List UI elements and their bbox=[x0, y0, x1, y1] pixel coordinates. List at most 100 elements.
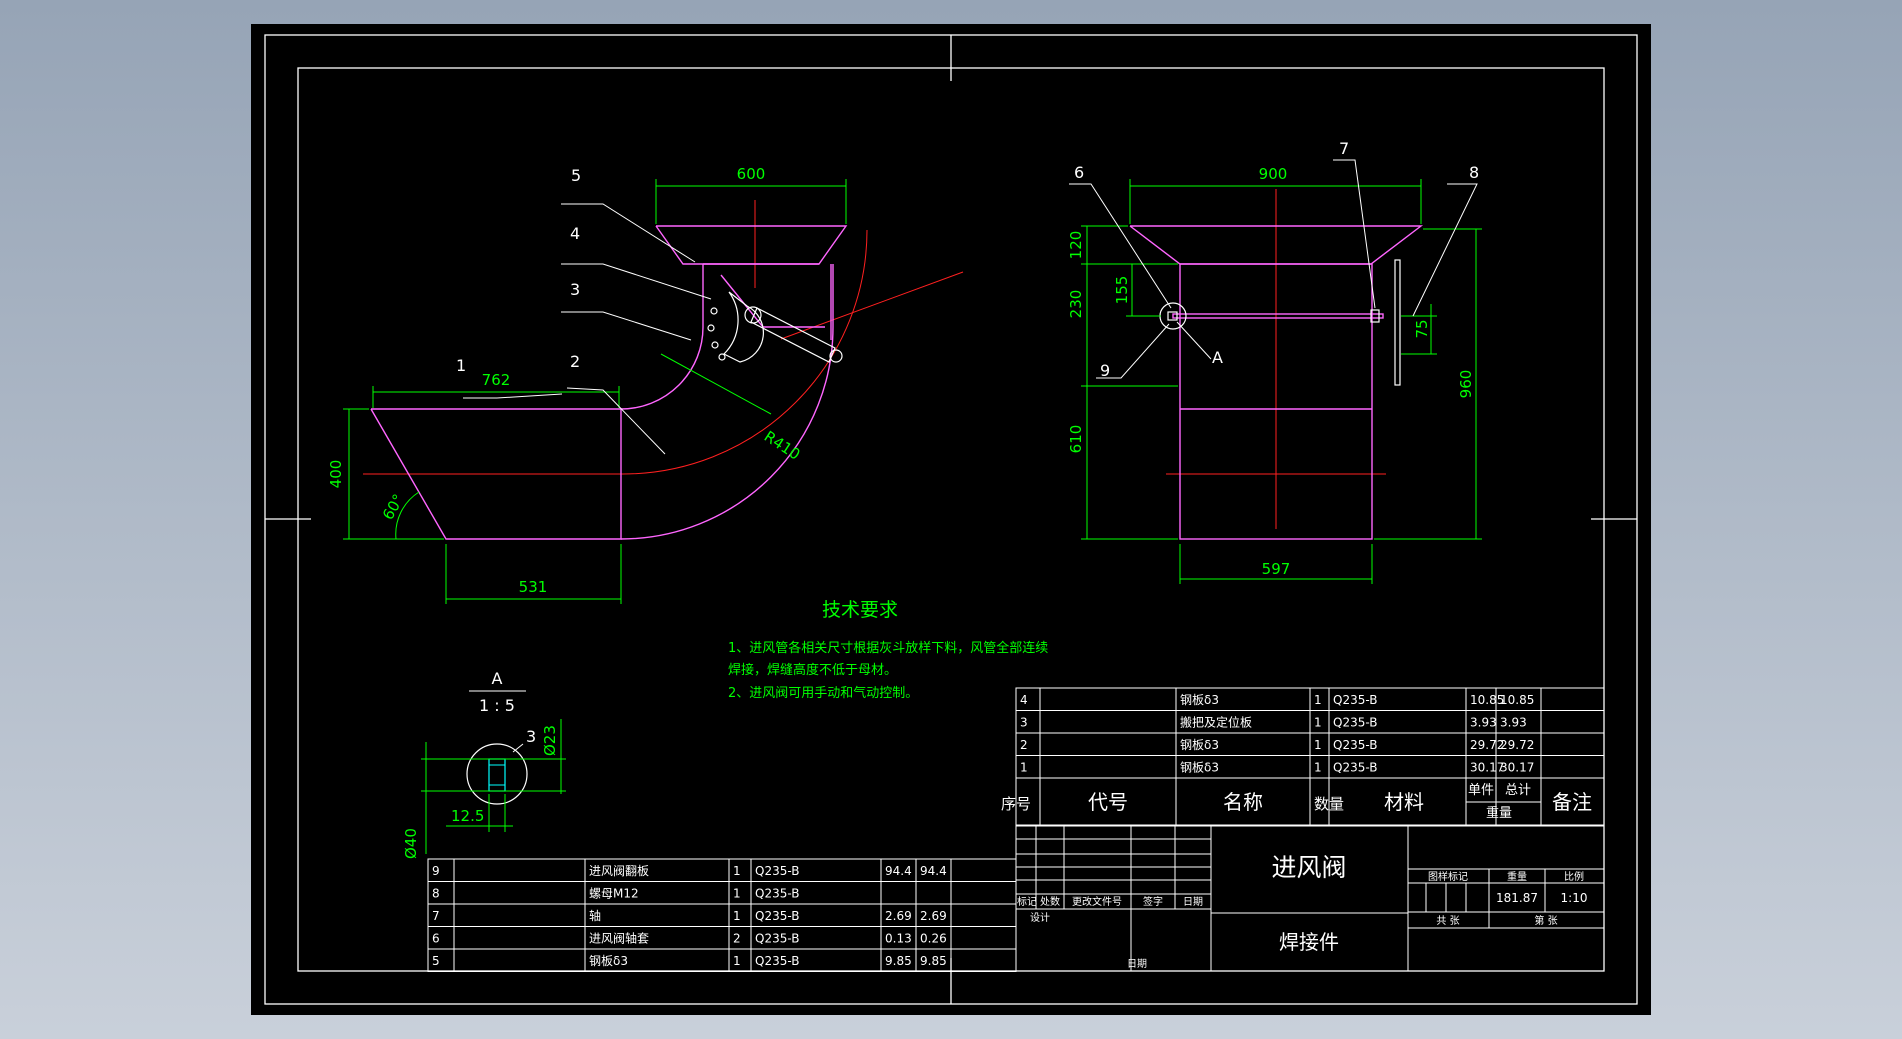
tb-design: 设计 bbox=[1030, 911, 1050, 924]
lower-cell-qty: 1 bbox=[733, 864, 741, 878]
balloon-8: 8 bbox=[1469, 163, 1479, 182]
side-outline bbox=[1129, 225, 1424, 540]
lower-cell-name: 轴 bbox=[589, 908, 601, 923]
detail-scale: 1 : 5 bbox=[479, 696, 515, 715]
front-outline bbox=[370, 225, 848, 540]
lower-cell-no: 6 bbox=[432, 932, 440, 946]
lower-cell-material: Q235-B bbox=[755, 932, 799, 946]
tb-mark: 标记 bbox=[1017, 896, 1037, 908]
side-view: 900 597 120 230 155 610 960 75 6 7 8 9 A bbox=[1067, 139, 1482, 584]
lower-cell-unit: 0.13 bbox=[885, 932, 912, 946]
lower-cell-material: Q235-B bbox=[755, 887, 799, 901]
lower-cell-qty: 1 bbox=[733, 887, 741, 901]
tb-sheet: 第 张 bbox=[1534, 914, 1557, 927]
upper-cell-material: Q235-B bbox=[1333, 693, 1377, 707]
upper-cell-no: 2 bbox=[1020, 738, 1028, 752]
upper-cell-unit: 10.85 bbox=[1470, 693, 1504, 707]
lower-cell-name: 螺母M12 bbox=[589, 887, 639, 901]
upper-cell-material: Q235-B bbox=[1333, 716, 1377, 730]
tech-req-line-1: 1、进风管各相关尺寸根据灰斗放样下料，风管全部连续 bbox=[728, 640, 1048, 656]
hdr-code: 代号 bbox=[1088, 790, 1128, 814]
upper-cell-name: 钢板δ3 bbox=[1180, 693, 1219, 707]
section-marker-a: A bbox=[1212, 348, 1223, 367]
front-leaders bbox=[463, 203, 712, 455]
tb-weight-label: 重量 bbox=[1507, 870, 1527, 883]
balloon-3: 3 bbox=[570, 280, 580, 299]
dim-12-5: 12.5 bbox=[451, 807, 484, 825]
lower-cell-no: 7 bbox=[432, 909, 440, 923]
tech-req-title: 技术要求 bbox=[822, 599, 898, 621]
damper-arc-plate bbox=[707, 291, 843, 363]
lower-cell-qty: 1 bbox=[733, 909, 741, 923]
technical-requirements: 技术要求 1、进风管各相关尺寸根据灰斗放样下料，风管全部连续 焊接，焊缝高度不低… bbox=[728, 599, 1048, 701]
tb-date: 日期 bbox=[1183, 896, 1203, 908]
upper-cell-name: 钢板δ3 bbox=[1180, 738, 1219, 752]
balloon-7: 7 bbox=[1339, 139, 1349, 158]
upper-cell-no: 3 bbox=[1020, 716, 1028, 730]
upper-cell-name: 搬把及定位板 bbox=[1180, 715, 1252, 730]
tb-stage: 图样标记 bbox=[1428, 870, 1468, 883]
balloon-2: 2 bbox=[570, 352, 580, 371]
lower-cell-name: 进风阀翻板 bbox=[589, 864, 649, 878]
upper-cell-total: 3.93 bbox=[1500, 716, 1527, 730]
upper-cell-qty: 1 bbox=[1314, 738, 1322, 752]
detail-view-a: A 1 : 5 3 Ø23 Ø40 12.5 bbox=[402, 669, 566, 859]
lower-cell-name: 钢板δ3 bbox=[589, 954, 628, 968]
lower-cell-qty: 2 bbox=[733, 932, 741, 946]
dim-610: 610 bbox=[1067, 425, 1085, 454]
lower-cell-unit: 9.85 bbox=[885, 954, 912, 968]
tb-count: 处数 bbox=[1040, 895, 1060, 908]
detail-title: A bbox=[492, 669, 503, 688]
drawing-subtitle: 焊接件 bbox=[1279, 930, 1339, 954]
dim-600: 600 bbox=[737, 165, 766, 183]
lower-cell-qty: 1 bbox=[733, 954, 741, 968]
lower-cell-total: 94.4 bbox=[920, 864, 947, 878]
hdr-qty: 数量 bbox=[1314, 795, 1344, 813]
dim-75: 75 bbox=[1413, 319, 1431, 338]
dim-d23: Ø23 bbox=[541, 725, 559, 756]
detail-balloon-3: 3 bbox=[526, 727, 536, 746]
upper-cell-qty: 1 bbox=[1314, 693, 1322, 707]
dim-531: 531 bbox=[519, 578, 548, 596]
dim-120: 120 bbox=[1067, 231, 1085, 260]
upper-cell-unit: 3.93 bbox=[1470, 716, 1497, 730]
dim-155: 155 bbox=[1113, 276, 1131, 305]
tb-change-doc: 更改文件号 bbox=[1072, 895, 1122, 908]
drawing-sheet: 600 762 400 531 R410 60° 1 2 3 4 5 bbox=[251, 24, 1651, 1015]
hdr-unit: 单件 bbox=[1468, 783, 1494, 798]
upper-cell-qty: 1 bbox=[1314, 761, 1322, 775]
hdr-weight: 重量 bbox=[1486, 805, 1512, 821]
hdr-no: 序号 bbox=[1001, 795, 1031, 813]
upper-cell-total: 10.85 bbox=[1500, 693, 1534, 707]
tb-scale-label: 比例 bbox=[1564, 870, 1584, 883]
title-block: 进风阀 焊接件 标记 处数 更改文件号 签字 日期 设计 日期 图样标记 重量 … bbox=[1015, 824, 1605, 972]
upper-cell-no: 4 bbox=[1020, 693, 1028, 707]
lower-cell-unit: 94.4 bbox=[885, 864, 912, 878]
side-centerlines bbox=[1166, 189, 1386, 529]
side-shaft bbox=[1159, 259, 1401, 386]
balloon-5: 5 bbox=[571, 166, 581, 185]
upper-cell-name: 钢板δ3 bbox=[1180, 761, 1219, 775]
balloon-1: 1 bbox=[456, 356, 466, 375]
front-view: 600 762 400 531 R410 60° 1 2 3 4 5 bbox=[327, 165, 964, 604]
hdr-name: 名称 bbox=[1223, 790, 1263, 814]
lower-cell-no: 9 bbox=[432, 864, 440, 878]
upper-cell-material: Q235-B bbox=[1333, 738, 1377, 752]
lower-cell-no: 8 bbox=[432, 887, 440, 901]
dim-960: 960 bbox=[1457, 370, 1475, 399]
lower-cell-total: 9.85 bbox=[920, 954, 947, 968]
front-centerlines bbox=[363, 200, 964, 475]
drawing-title: 进风阀 bbox=[1271, 853, 1346, 882]
dim-r410: R410 bbox=[761, 427, 804, 463]
balloon-4: 4 bbox=[570, 224, 580, 243]
upper-cell-material: Q235-B bbox=[1333, 761, 1377, 775]
upper-cell-unit: 29.72 bbox=[1470, 738, 1504, 752]
side-leaders bbox=[1069, 159, 1478, 379]
tech-req-line-3: 2、进风阀可用手动和气动控制。 bbox=[728, 685, 918, 701]
dim-d40: Ø40 bbox=[402, 828, 420, 859]
hdr-material: 材料 bbox=[1384, 790, 1424, 814]
lower-cell-name: 进风阀轴套 bbox=[589, 931, 649, 946]
upper-cell-qty: 1 bbox=[1314, 716, 1322, 730]
side-dim-lines bbox=[1081, 179, 1482, 584]
